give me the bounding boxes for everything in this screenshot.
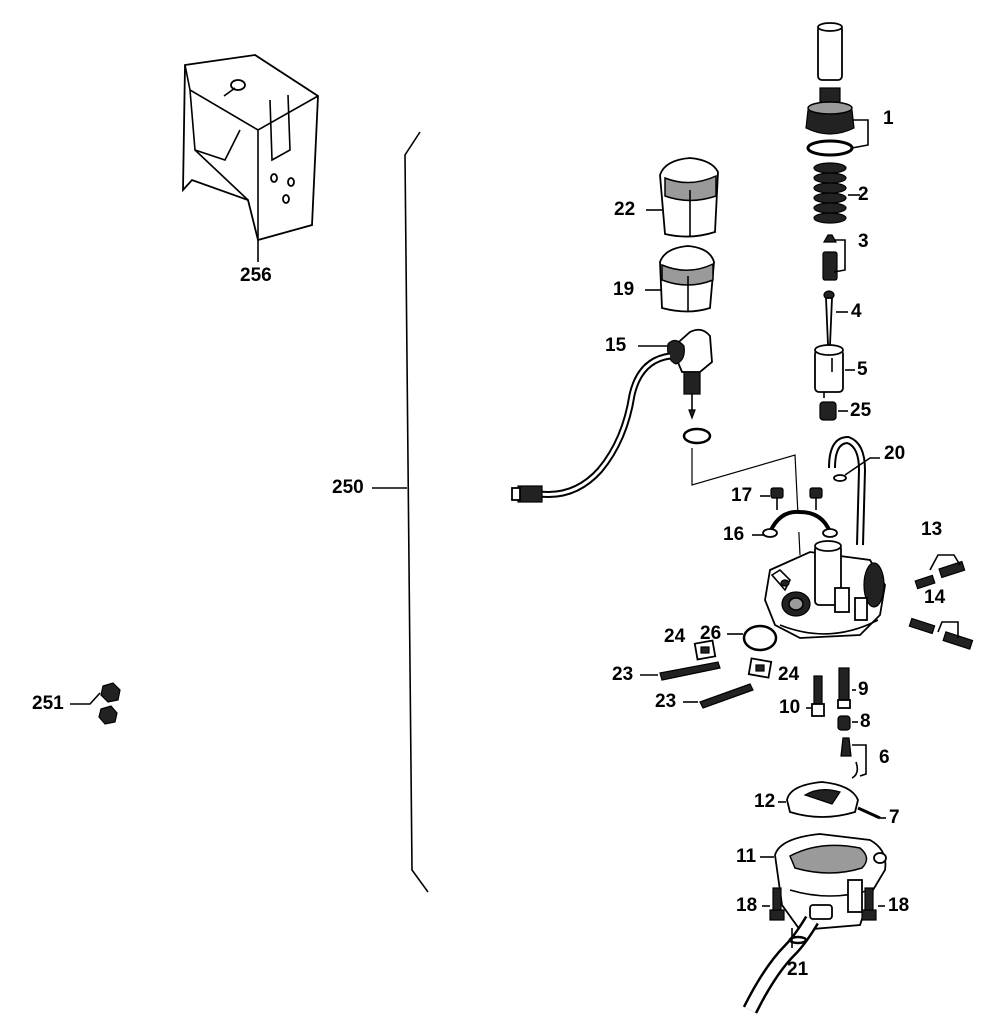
- part-9-jet: [837, 667, 851, 709]
- callout-24-upper: 24: [664, 626, 686, 647]
- callout-8: 8: [860, 711, 871, 732]
- part-18-screw-right: [861, 887, 877, 921]
- callout-250: 250: [332, 477, 364, 498]
- callout-6: 6: [879, 747, 890, 768]
- callout-21: 21: [787, 959, 809, 980]
- part-6-float-valve: [840, 737, 859, 779]
- callout-5: 5: [857, 359, 868, 380]
- callout-22: 22: [614, 199, 636, 220]
- callout-18-left: 18: [736, 895, 758, 916]
- leader-3: [833, 239, 846, 273]
- callout-18-right: 18: [888, 895, 910, 916]
- leader-6: [852, 744, 867, 777]
- part-14-screws: [908, 617, 974, 650]
- callout-20: 20: [884, 443, 906, 464]
- callout-10: 10: [779, 697, 801, 718]
- callout-13: 13: [921, 519, 943, 540]
- part-7-pin: [857, 806, 881, 820]
- part-22-cap: [659, 157, 719, 238]
- leader-1: [851, 119, 869, 149]
- leader-20: [844, 457, 880, 476]
- callout-16: 16: [723, 524, 745, 545]
- part-3-clip-spring: [822, 234, 838, 281]
- part-24-plate-b: [747, 657, 773, 679]
- leader-251: [70, 692, 101, 705]
- part-20-tube: [828, 435, 867, 546]
- leader-dashed-15: [691, 448, 801, 556]
- part-256-cover: [182, 54, 319, 242]
- callout-24-lower: 24: [778, 664, 800, 685]
- callout-3: 3: [858, 231, 869, 252]
- callout-2: 2: [858, 184, 869, 205]
- callout-1: 1: [883, 108, 894, 129]
- callout-14: 14: [924, 587, 946, 608]
- part-15-choke: [511, 328, 713, 503]
- part-10-jet: [811, 675, 825, 717]
- part-carburetor-body: [764, 540, 886, 639]
- callout-19: 19: [613, 279, 635, 300]
- callout-26: 26: [700, 623, 722, 644]
- part-26-gasket: [742, 624, 778, 652]
- callout-23-upper: 23: [612, 664, 634, 685]
- part-12-float: [786, 781, 859, 818]
- part-19-cap: [659, 245, 715, 313]
- part-251-nuts: [98, 682, 121, 725]
- callout-7: 7: [889, 807, 900, 828]
- part-4-needle: [823, 290, 835, 346]
- callout-256: 256: [240, 265, 272, 286]
- callout-11: 11: [736, 846, 757, 867]
- callout-9: 9: [858, 679, 869, 700]
- callout-17: 17: [731, 485, 753, 506]
- part-17-bolts: [770, 487, 823, 510]
- callout-15: 15: [605, 335, 627, 356]
- callout-12: 12: [754, 791, 776, 812]
- callout-4: 4: [851, 301, 862, 322]
- part-11-float-bowl: [774, 833, 887, 931]
- part-23-stud-a: [659, 661, 721, 681]
- part-21-drain-hose: [742, 915, 819, 1014]
- part-23-stud-b: [699, 683, 754, 709]
- callout-251: 251: [32, 693, 64, 714]
- part-1-cap: [805, 87, 855, 157]
- bracket-250: [404, 131, 429, 893]
- leader-13: [929, 554, 961, 571]
- part-5-slide: [814, 344, 844, 398]
- part-18-screw-left: [769, 887, 785, 921]
- part-25-nut: [819, 401, 837, 421]
- part-16-clamp: [762, 509, 838, 538]
- callout-23-lower: 23: [655, 691, 677, 712]
- part-13-screws: [914, 560, 966, 590]
- callout-25: 25: [850, 400, 872, 421]
- part-2-spring: [813, 162, 847, 224]
- part-8-seat: [837, 715, 851, 731]
- leader-14: [937, 621, 959, 638]
- part-top-tube: [817, 22, 843, 81]
- part-24-plate-a: [693, 639, 717, 661]
